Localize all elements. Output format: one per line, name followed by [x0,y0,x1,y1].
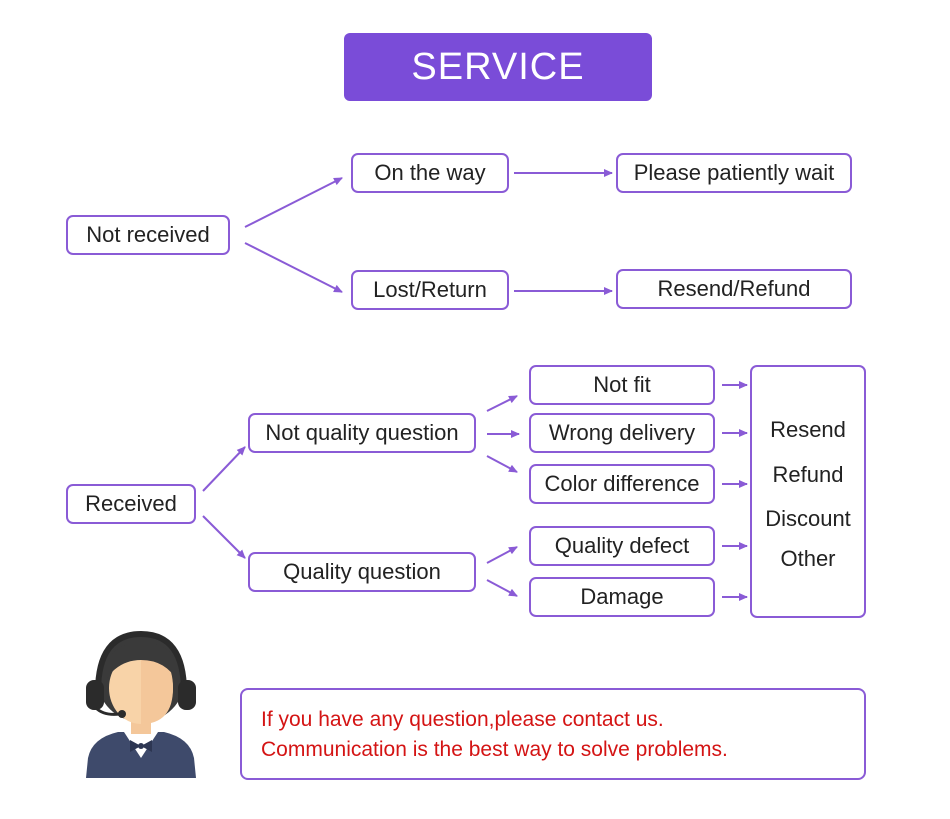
node-label: Not quality question [265,420,459,445]
node-label: Damage [580,584,664,609]
outcome-refund: Refund [772,462,844,487]
contact-line-1: If you have any question,please contact … [261,708,664,731]
node-received: Received [66,484,196,524]
node-resend-refund: Resend/Refund [616,269,852,309]
service-banner: SERVICE [344,33,652,101]
node-color-difference: Color difference [529,464,715,504]
arrow-notreceived-lostreturn [244,242,343,293]
customer-service-agent-icon [86,630,196,778]
arrow-quality-damage [486,579,518,597]
contact-message-box: If you have any question,please contact … [240,688,866,780]
node-label: Not fit [593,372,651,397]
node-not-fit: Not fit [529,365,715,405]
arrow-received-quality [202,515,246,559]
arrow-notquality-notfit [486,395,518,412]
node-on-the-way: On the way [351,153,509,193]
node-label: Lost/Return [373,277,487,302]
outcome-discount: Discount [765,506,851,531]
arrow-notquality-color [486,455,518,473]
node-label: Received [85,491,177,516]
node-label: On the way [374,160,486,185]
node-lost-return: Lost/Return [351,270,509,310]
node-outcomes: Resend Refund Discount Other [750,365,866,618]
outcome-resend: Resend [770,417,846,442]
node-label: Resend/Refund [657,276,811,301]
node-quality-defect: Quality defect [529,526,715,566]
node-wrong-delivery: Wrong delivery [529,413,715,453]
contact-line-2: Communication is the best way to solve p… [261,738,728,761]
node-please-wait: Please patiently wait [616,153,852,193]
page-title: SERVICE [411,45,585,88]
node-label: Quality question [283,559,441,584]
node-label: Quality defect [554,533,690,558]
node-not-quality-question: Not quality question [248,413,476,453]
arrow-received-notquality [202,446,246,492]
outcome-other: Other [780,546,836,571]
node-not-received: Not received [66,215,230,255]
node-quality-question: Quality question [248,552,476,592]
node-label: Please patiently wait [633,160,835,185]
node-label: Color difference [544,471,700,496]
node-label: Not received [86,222,210,247]
node-damage: Damage [529,577,715,617]
arrow-notreceived-ontheway [244,177,343,228]
arrow-quality-defect [486,546,518,564]
node-label: Wrong delivery [548,420,696,445]
